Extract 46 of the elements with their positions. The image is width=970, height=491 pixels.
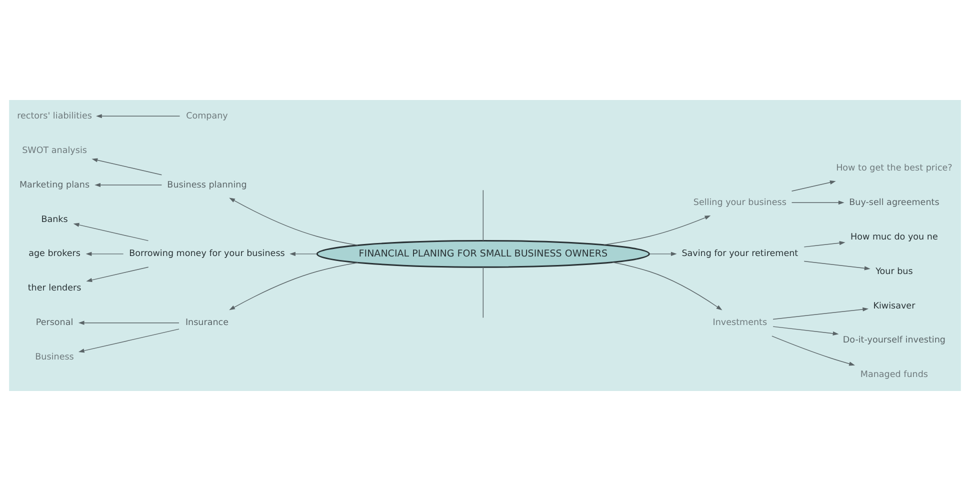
arrow [78, 320, 180, 325]
node-text: Investments [712, 318, 768, 328]
node-text: Managed funds [860, 370, 928, 380]
arrow [96, 114, 180, 118]
arrow [791, 180, 836, 192]
node-text: Personal [36, 318, 74, 328]
arrow [73, 222, 149, 242]
node-text: Insurance [185, 318, 229, 328]
node-text: Business planning [167, 180, 247, 190]
node-text: How muc do you ne [850, 232, 938, 242]
node-text: SWOT analysis [22, 146, 87, 156]
node-text: ther lenders [28, 284, 82, 294]
connector [482, 190, 484, 242]
node-text: Buy-sell agreements [849, 198, 940, 208]
arrow [772, 326, 839, 336]
arrow [772, 307, 869, 320]
node-ellipse: FINANCIAL PLANING FOR SMALL BUSINESS OWNERS [316, 240, 650, 268]
node-text: Banks [41, 214, 68, 225]
node-text: Business [35, 352, 74, 363]
node-text: Marketing plans [19, 180, 90, 190]
arrow [804, 240, 846, 248]
node-text: Kiwisaver [873, 301, 916, 312]
arrow [612, 262, 722, 310]
node-text: Your bus [876, 266, 913, 277]
node-text: How to get the best price? [836, 163, 952, 174]
arrow [290, 252, 318, 256]
arrow [94, 182, 162, 188]
node-text: Selling your business [693, 198, 786, 208]
node-text: Saving for your retirement [682, 249, 798, 260]
arrow [78, 328, 180, 353]
arrow [229, 198, 358, 246]
arrow [804, 260, 870, 270]
arrow [791, 200, 844, 205]
arrow [86, 266, 149, 282]
node-text: Borrowing money for your business [129, 249, 285, 260]
node-text: Do-it-yourself investing [842, 336, 946, 346]
node-text: age brokers [28, 249, 80, 260]
node-text: Company [186, 111, 228, 122]
arrow [772, 336, 855, 366]
node-text: rectors' liabilities [17, 111, 92, 122]
arrow [92, 158, 162, 176]
arrow [229, 262, 358, 310]
arrow [603, 215, 711, 246]
arrow [649, 252, 677, 256]
arrow [86, 252, 124, 256]
connector [482, 266, 484, 318]
